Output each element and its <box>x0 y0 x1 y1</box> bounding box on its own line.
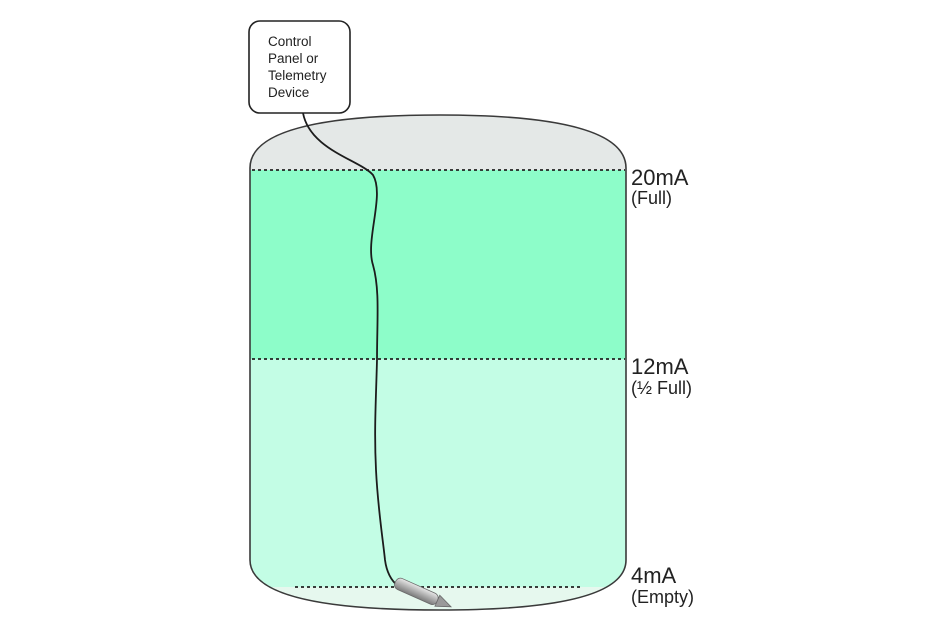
tank-bottom-region <box>250 587 626 610</box>
tank-fill <box>250 115 626 610</box>
level-full-ma: 20mA <box>631 165 689 190</box>
level-empty-ma: 4mA <box>631 563 677 588</box>
level-half-ma: 12mA <box>631 354 689 379</box>
level-probe <box>394 577 453 608</box>
level-empty-label: (Empty) <box>631 587 694 607</box>
lower-liquid-region <box>250 359 626 587</box>
upper-liquid-region <box>250 170 626 359</box>
level-half-label: (½ Full) <box>631 378 692 398</box>
sensor-cable <box>302 112 399 587</box>
level-full-label: (Full) <box>631 188 672 208</box>
control-panel-box <box>248 20 351 114</box>
control-panel-label: Control Panel or Telemetry Device <box>268 34 330 100</box>
tank-outline <box>249 114 627 611</box>
